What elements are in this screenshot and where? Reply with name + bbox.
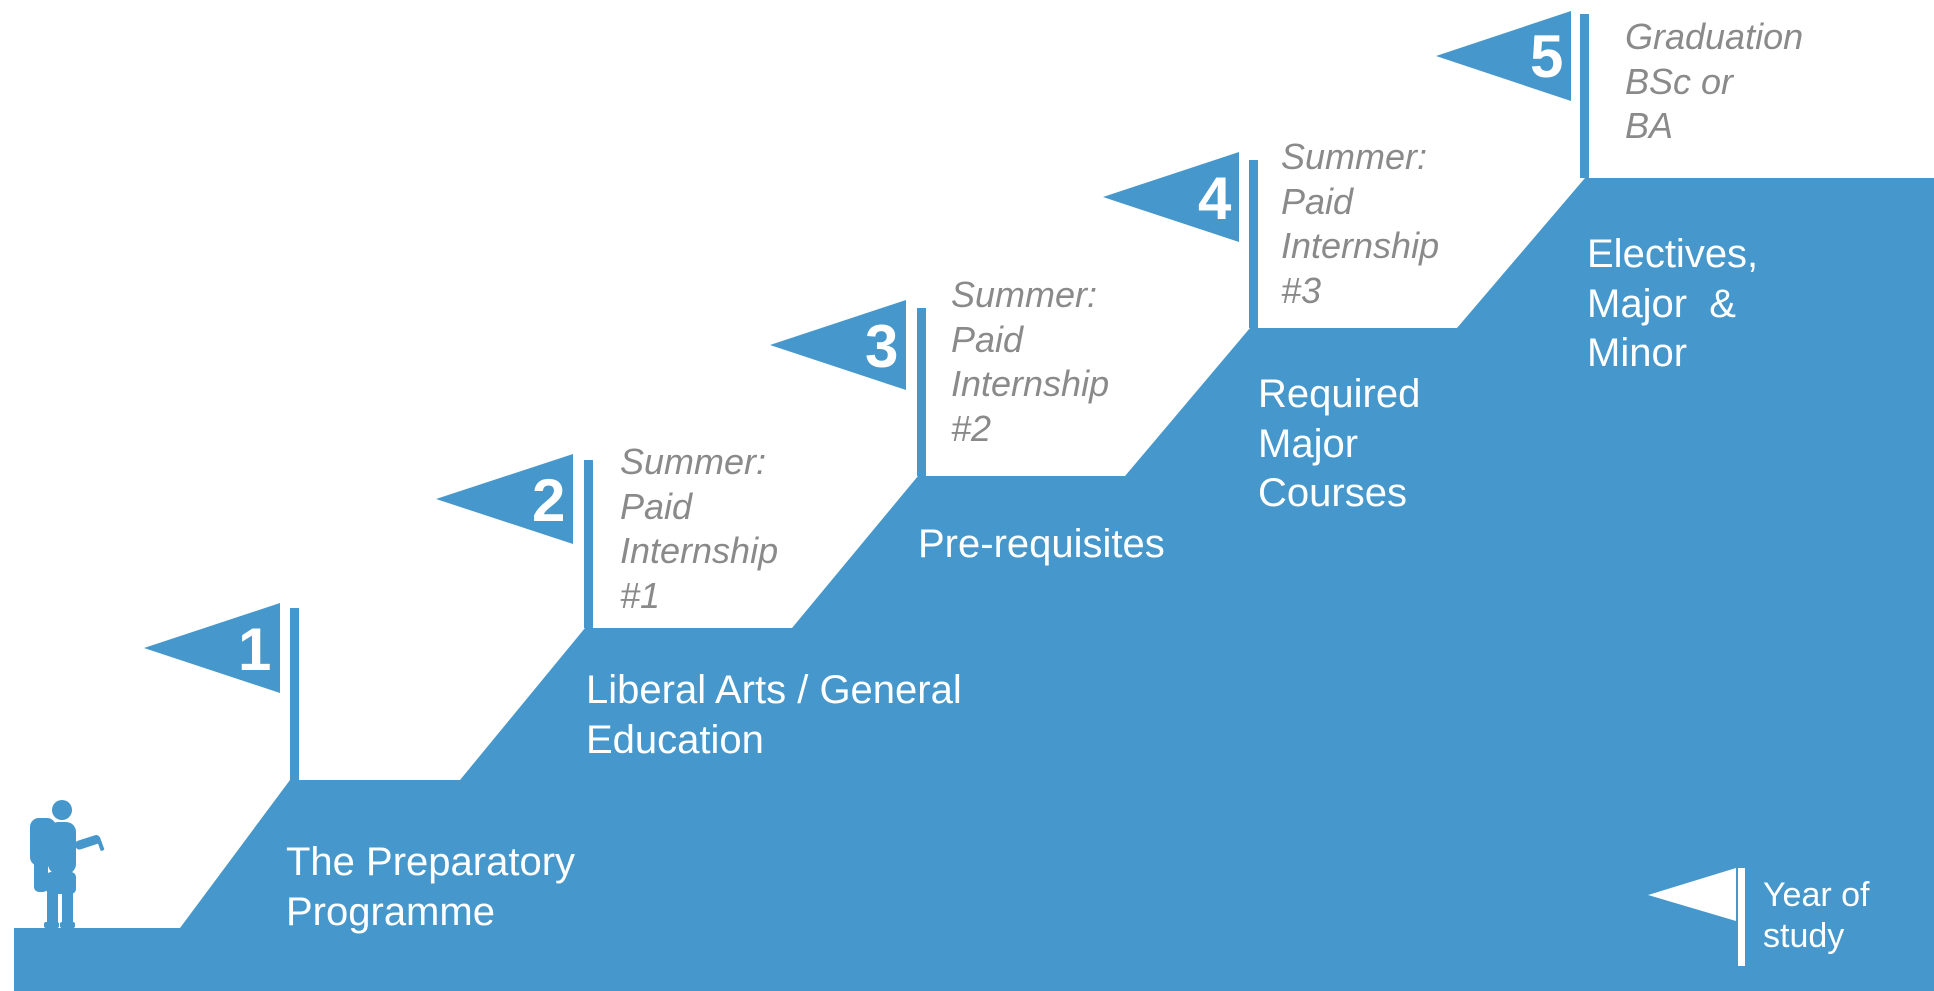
- staircase-shape: [14, 178, 1934, 991]
- step-number-4: 4: [1198, 165, 1232, 232]
- stage-label-3: Pre-requisites: [918, 522, 1165, 566]
- flag-3: [770, 300, 926, 476]
- flag-4: [1103, 152, 1258, 328]
- flag-5-pennant: [1436, 11, 1571, 101]
- step-number-1: 1: [238, 616, 272, 683]
- white-flag-icon: [1648, 868, 1745, 966]
- flag-2-pennant: [436, 454, 573, 544]
- hiker-silhouette-icon: [30, 800, 105, 928]
- flag-1-pennant: [144, 603, 280, 693]
- milestone-label-3: Summer: Paid Internship #2: [951, 274, 1110, 449]
- stage-label-1: The Preparatory Programme: [286, 840, 576, 934]
- milestone-label-4: Summer: Paid Internship #3: [1281, 136, 1440, 311]
- flag-3-pole: [917, 308, 926, 476]
- milestone-label-2: Summer: Paid Internship #1: [620, 441, 779, 616]
- stage-label-2: Liberal Arts / General Education: [586, 668, 962, 762]
- step-number-5: 5: [1530, 23, 1564, 90]
- flag-5: [1436, 11, 1589, 178]
- step-number-3: 3: [865, 313, 899, 380]
- flag-5-pole: [1580, 14, 1589, 178]
- flag-1-pole: [290, 608, 299, 780]
- flag-2: [436, 454, 593, 628]
- flag-1: [144, 603, 299, 780]
- stage-label-4: Required Major Courses: [1258, 372, 1421, 516]
- flag-2-pole: [584, 460, 593, 628]
- step-number-2: 2: [532, 467, 566, 534]
- stage-label-5: Electives, Major & Minor: [1587, 232, 1759, 376]
- flag-4-pole: [1249, 160, 1258, 328]
- flag-3-pennant: [770, 300, 906, 390]
- flag-4-pennant: [1103, 152, 1239, 242]
- legend-year-of-study: Year of study: [1763, 876, 1870, 955]
- milestone-label-5: Graduation BSc or BA: [1625, 16, 1804, 147]
